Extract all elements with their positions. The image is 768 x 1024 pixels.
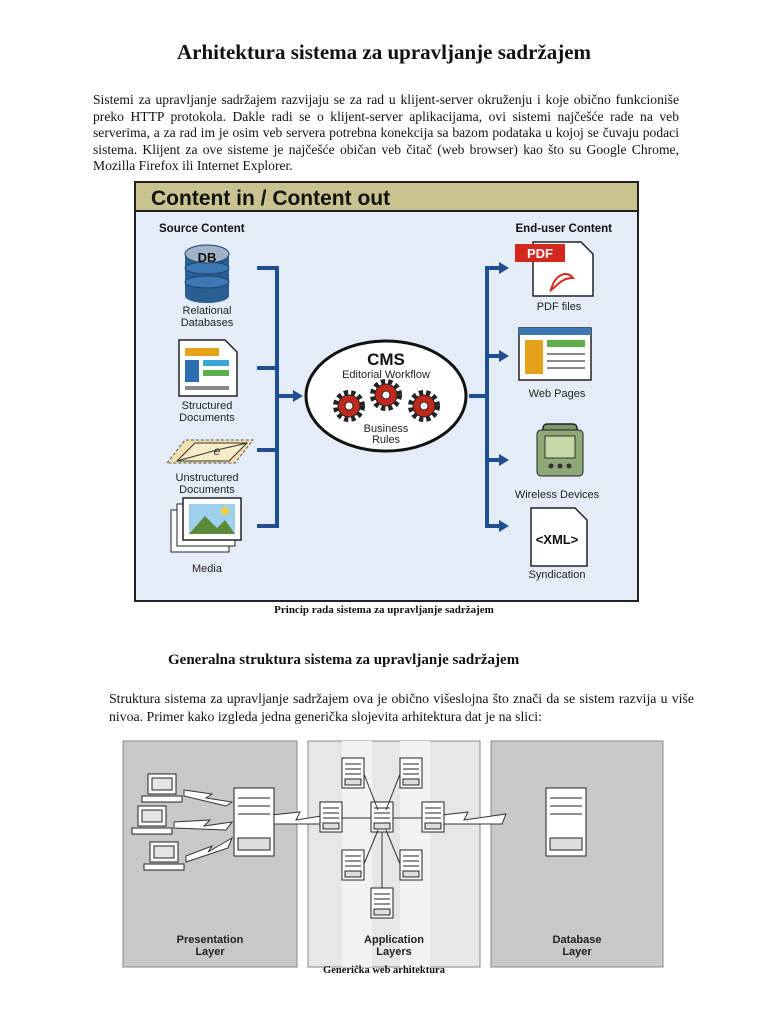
section-heading: Generalna struktura sistema za upravljan… bbox=[168, 652, 520, 668]
database-server-icon bbox=[545, 787, 587, 857]
pdf-badge: PDF bbox=[527, 246, 553, 261]
cms-editorial-workflow: Editorial Workflow bbox=[342, 369, 430, 381]
envelope-icon: e bbox=[165, 439, 255, 464]
output-arrows bbox=[499, 262, 509, 532]
end-user-content-heading: End-user Content bbox=[516, 223, 613, 235]
intro-paragraph: Sistemi za upravljanje sadržajem razvija… bbox=[93, 92, 679, 173]
xml-icon: <XML> bbox=[530, 507, 588, 567]
source-label-databases-1: Relational bbox=[183, 305, 232, 317]
output-label-webpages: Web Pages bbox=[529, 388, 586, 400]
gears-icon bbox=[333, 379, 440, 422]
svg-text:e: e bbox=[214, 444, 221, 458]
source-label-media: Media bbox=[192, 563, 223, 575]
pdf-icon: PDF bbox=[515, 241, 594, 297]
layered-architecture-diagram: Presentation Layer Application Layers Da… bbox=[122, 740, 664, 968]
output-label-wireless: Wireless Devices bbox=[515, 489, 600, 501]
page-title: Arhitektura sistema za upravljanje sadrž… bbox=[176, 40, 592, 64]
presentation-layer-label-2: Layer bbox=[195, 946, 225, 958]
webpage-icon bbox=[518, 327, 592, 381]
lightning-connector-icon bbox=[173, 789, 507, 863]
application-layers-label-2: Layers bbox=[376, 946, 411, 958]
source-content-heading: Source Content bbox=[159, 223, 245, 235]
output-label-pdf: PDF files bbox=[537, 301, 582, 313]
figure2-caption: Generička web arhitektura bbox=[323, 965, 445, 976]
web-server-icon bbox=[233, 787, 275, 857]
cms-diagram: Content in / Content out Source Content … bbox=[67, 178, 685, 603]
application-layers-label-1: Application bbox=[364, 934, 424, 946]
pda-icon bbox=[536, 423, 584, 477]
source-label-structured-2: Documents bbox=[179, 412, 235, 424]
database-layer-label-1: Database bbox=[553, 934, 602, 946]
figure1-caption: Princip rada sistema za upravljanje sadr… bbox=[274, 604, 494, 616]
diagram-header: Content in / Content out bbox=[151, 187, 390, 210]
database-icon: DB bbox=[184, 244, 230, 303]
structure-paragraph: Struktura sistema za upravljanje sadržaj… bbox=[109, 691, 694, 724]
application-layers-panel bbox=[307, 740, 481, 968]
output-connector bbox=[469, 266, 499, 528]
cms-business: Business bbox=[364, 423, 409, 435]
cms-rules: Rules bbox=[372, 434, 401, 446]
db-badge: DB bbox=[198, 250, 217, 265]
arrow-into-cms bbox=[293, 390, 303, 402]
cms-title: CMS bbox=[367, 350, 405, 369]
output-label-syndication: Syndication bbox=[529, 569, 586, 581]
source-label-unstructured-1: Unstructured bbox=[176, 472, 239, 484]
source-label-databases-2: Databases bbox=[181, 317, 234, 329]
presentation-layer-label-1: Presentation bbox=[177, 934, 244, 946]
source-connector bbox=[257, 266, 293, 528]
xml-badge: <XML> bbox=[536, 532, 579, 547]
source-label-structured-1: Structured bbox=[182, 400, 233, 412]
document-icon bbox=[178, 339, 238, 397]
database-layer-label-2: Layer bbox=[562, 946, 592, 958]
source-label-unstructured-2: Documents bbox=[179, 484, 235, 496]
application-servers-icon bbox=[319, 757, 445, 919]
photo-stack-icon bbox=[170, 497, 242, 553]
